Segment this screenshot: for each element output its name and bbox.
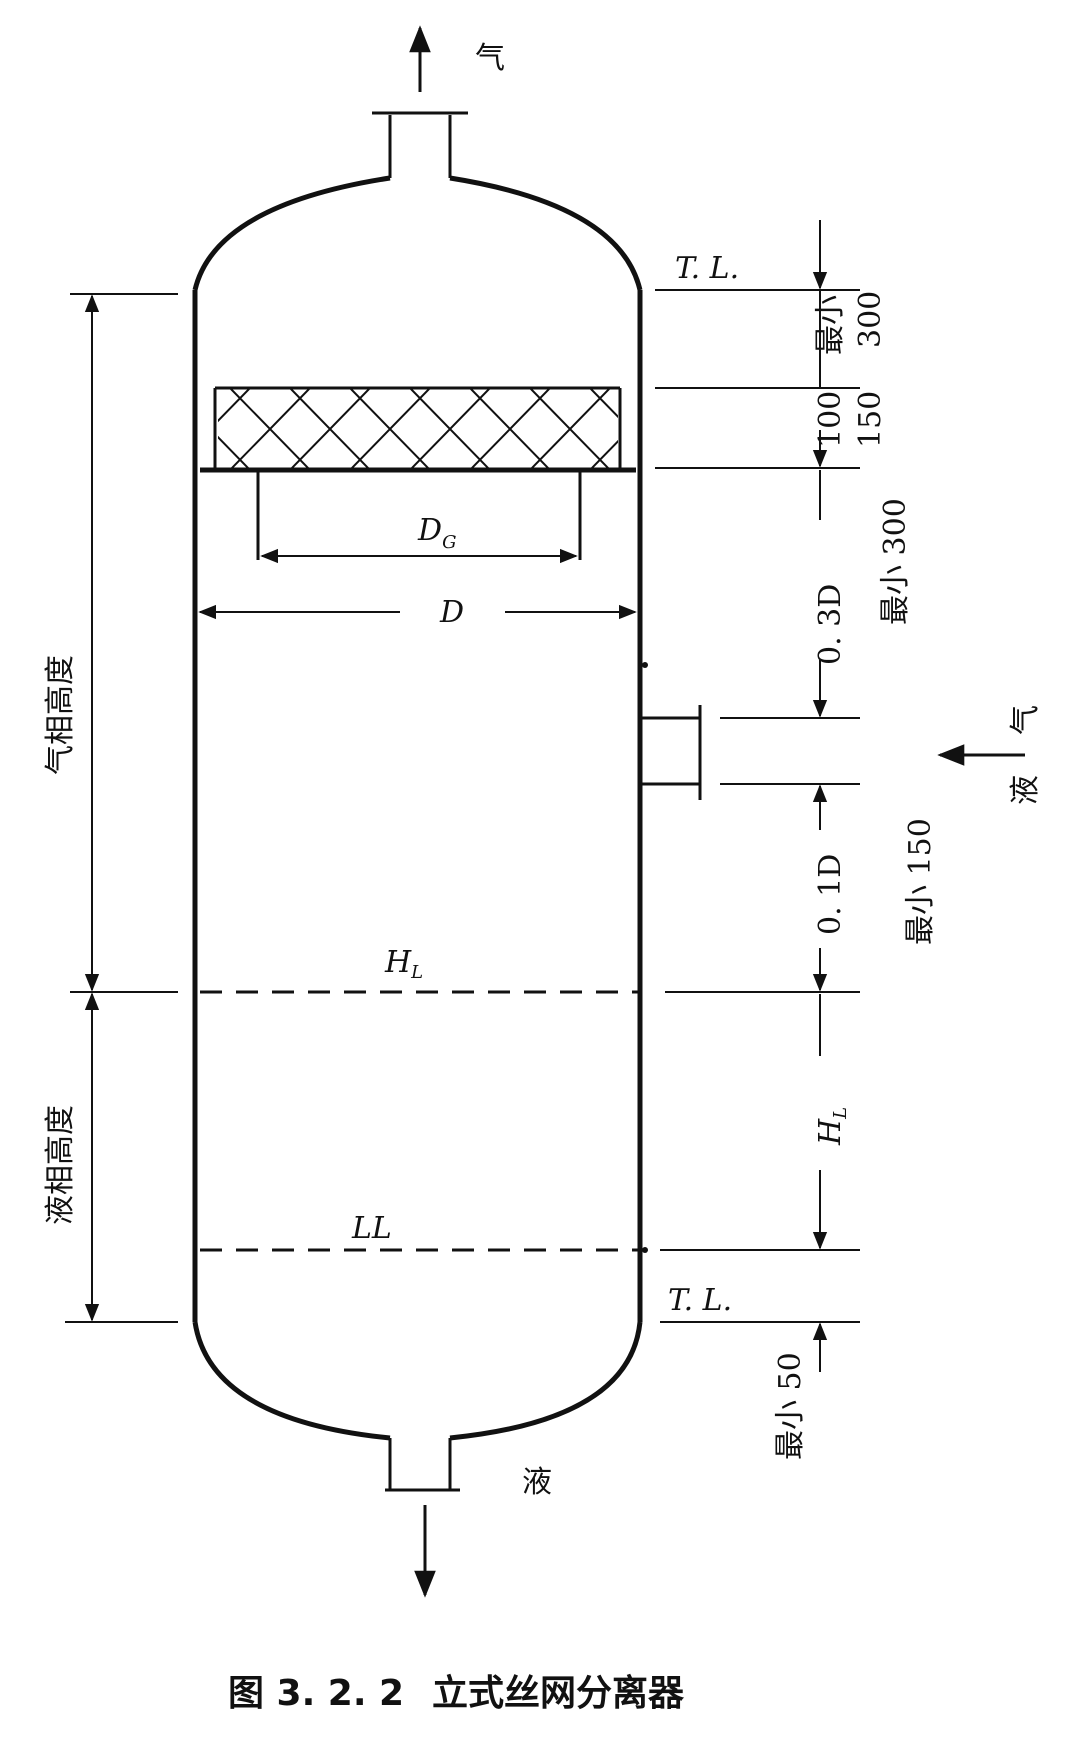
inlet-nozzle [640, 662, 702, 800]
mesh-pad [200, 386, 636, 560]
val150-label: 150 [853, 391, 888, 448]
dim-01d-label: 0. 1D [813, 854, 848, 935]
figure-title: 立式丝网分离器 [432, 1673, 685, 1714]
top-gas-label: 气 [475, 41, 505, 76]
min300-top-label: 最小 [813, 295, 848, 355]
val100-label: 100 [813, 391, 848, 448]
bottom-head [192, 1321, 643, 1441]
figure-number: 图 3. 2. 2 [228, 1673, 404, 1714]
d-label: D [439, 595, 464, 630]
dg-label: DG [417, 513, 456, 553]
min150-label: 最小 150 [903, 818, 938, 945]
mesh-hatch [218, 388, 618, 468]
top-nozzle [372, 111, 468, 178]
dim-03d-label: 0. 3D [813, 584, 848, 665]
ll-label: LL [351, 1211, 392, 1246]
liquid-height-label: 液相高度 [43, 1105, 78, 1225]
inlet-gas-label: 气 [1008, 705, 1043, 735]
min300-right-label: 最小 300 [878, 498, 913, 625]
bottom-liquid-label: 液 [522, 1465, 552, 1500]
hl-inside-label: HL [384, 945, 423, 983]
pad-support [256, 470, 582, 560]
top-head [192, 175, 643, 291]
tl-top-label: T. L. [675, 251, 739, 286]
gas-height-label: 气相高度 [43, 655, 78, 775]
left-height-dimensions [65, 293, 178, 1323]
val300-top-label: 300 [853, 291, 888, 348]
bottom-nozzle [385, 1438, 460, 1492]
hl-right-label: HL [813, 1107, 851, 1146]
inlet-liquid-label: 液 [1008, 775, 1043, 805]
right-reference-lines [655, 289, 860, 1323]
min50-label: 最小 50 [773, 1352, 808, 1460]
tl-bottom-label: T. L. [668, 1283, 732, 1318]
vessel-shell [192, 111, 643, 1492]
